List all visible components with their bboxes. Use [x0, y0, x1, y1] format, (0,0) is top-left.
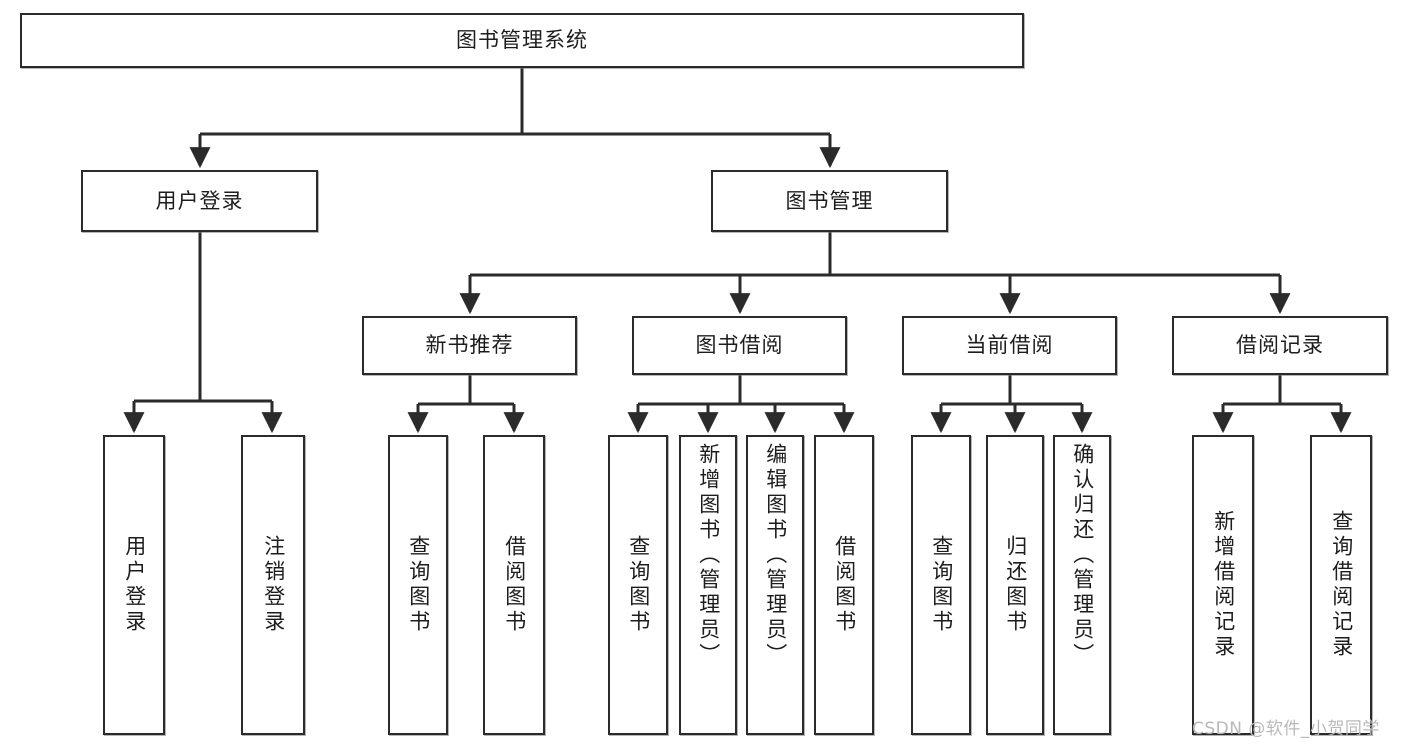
leaf-node-borrow-books[interactable]: 借阅图书	[814, 435, 874, 735]
leaf-node-query-books-borrowing[interactable]: 查询图书	[608, 435, 668, 735]
leaf-node-add-book-admin[interactable]: 新增图书（管理员）	[679, 435, 737, 735]
leaf-node-borrow-books-recommend[interactable]: 借阅图书	[483, 435, 545, 735]
leaf-node-add-borrow-record[interactable]: 新增借阅记录	[1192, 435, 1254, 735]
leaf-node-query-books-recommend[interactable]: 查询图书	[388, 435, 448, 735]
node-label: 新书推荐	[425, 333, 514, 358]
node-new-book-recommendation[interactable]: 新书推荐	[362, 316, 577, 375]
leaf-node-return-books[interactable]: 归还图书	[986, 435, 1044, 735]
node-label: 当前借阅	[965, 333, 1054, 358]
node-label: 确认归还（管理员）	[1070, 443, 1095, 668]
leaf-node-user-login[interactable]: 用户登录	[103, 435, 165, 735]
leaf-node-logout[interactable]: 注销登录	[241, 435, 305, 735]
node-label: 注销登录	[261, 535, 286, 635]
node-label: 编辑图书（管理员）	[763, 443, 788, 668]
node-book-management-module[interactable]: 图书管理	[711, 170, 948, 232]
node-label: 查询图书	[406, 535, 431, 635]
node-label: 图书管理	[785, 188, 874, 213]
csdn-watermark: CSDN @软件_小贺同学	[1192, 719, 1380, 739]
node-label: 新增借阅记录	[1211, 510, 1236, 660]
node-label: 归还图书	[1003, 535, 1028, 635]
leaf-node-confirm-return-admin[interactable]: 确认归还（管理员）	[1053, 435, 1111, 735]
node-label: 查询图书	[929, 535, 954, 635]
node-user-login-module[interactable]: 用户登录	[81, 170, 318, 232]
node-label: 用户登录	[155, 188, 244, 213]
node-label: 用户登录	[122, 535, 147, 635]
node-current-borrowing[interactable]: 当前借阅	[902, 316, 1117, 375]
node-label: 借阅图书	[502, 535, 527, 635]
node-borrowing-records[interactable]: 借阅记录	[1172, 316, 1388, 375]
node-label: 借阅记录	[1236, 333, 1324, 358]
node-root-system[interactable]: 图书管理系统	[20, 13, 1024, 68]
node-label: 借阅图书	[832, 535, 857, 635]
node-label: 查询借阅记录	[1329, 510, 1354, 660]
node-book-borrowing[interactable]: 图书借阅	[632, 316, 847, 375]
node-label: 查询图书	[626, 535, 651, 635]
node-label: 图书借阅	[695, 333, 784, 358]
leaf-node-edit-book-admin[interactable]: 编辑图书（管理员）	[746, 435, 804, 735]
node-label: 图书管理系统	[456, 28, 588, 53]
leaf-node-query-books-current[interactable]: 查询图书	[911, 435, 971, 735]
node-label: 新增图书（管理员）	[696, 443, 721, 668]
leaf-node-query-borrow-record[interactable]: 查询借阅记录	[1310, 435, 1372, 735]
